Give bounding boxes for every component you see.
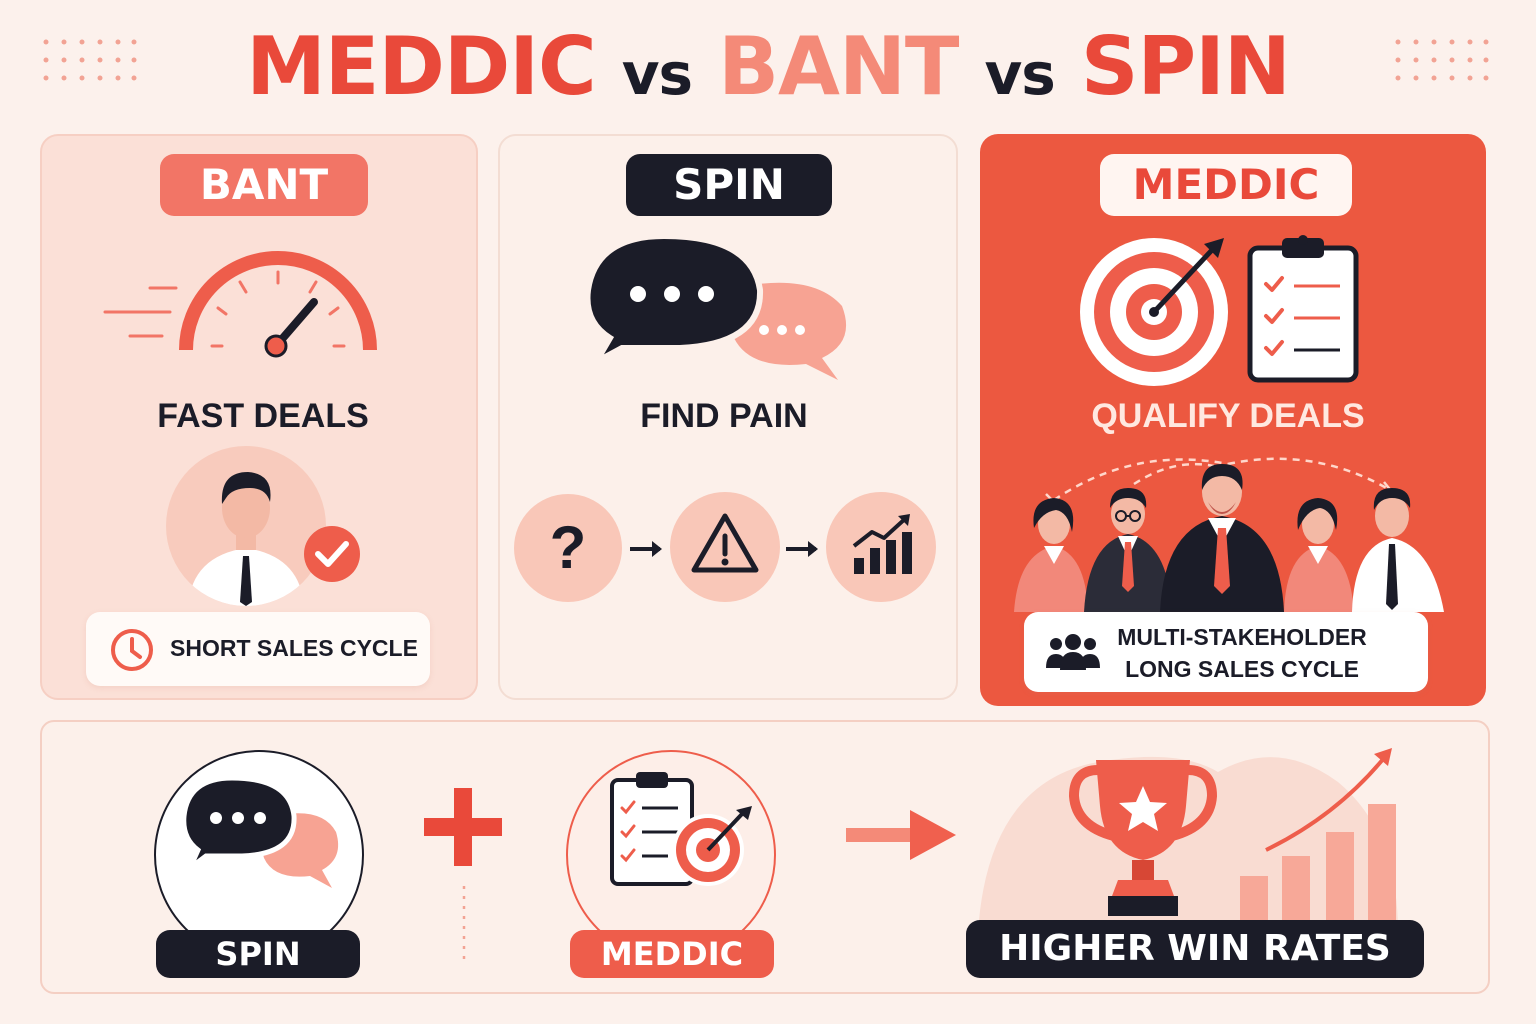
meddic-chip-line1: MULTI-STAKEHOLDER xyxy=(1117,624,1367,650)
stakeholders-group-icon xyxy=(1014,457,1444,612)
bant-card xyxy=(40,134,478,700)
bant-headline: FAST DEALS xyxy=(157,397,369,435)
title-meddic: MEDDIC xyxy=(246,20,597,113)
warning-icon xyxy=(691,513,759,573)
meddic-combo-label: MEDDIC xyxy=(570,930,774,978)
bant-sales-cycle-chip xyxy=(86,612,430,686)
dot-grid-left xyxy=(43,39,137,81)
dotted-divider xyxy=(462,886,466,960)
spin-combo-label: SPIN xyxy=(156,930,360,978)
person-check-icon xyxy=(188,472,360,606)
speech-bubbles-icon xyxy=(584,232,847,380)
spin-step-growth xyxy=(826,492,936,602)
speech-bubbles-icon-small xyxy=(181,775,339,888)
dot-grid-right xyxy=(1395,39,1489,81)
title-bant: BANT xyxy=(718,20,959,113)
bant-badge: BANT xyxy=(160,154,368,216)
bant-chip-label: SHORT SALES CYCLE xyxy=(170,635,418,661)
clipboard-checklist-icon xyxy=(1247,235,1359,383)
trophy-icon xyxy=(1068,760,1218,916)
page-title: MEDDIC vs BANT vs SPIN xyxy=(0,22,1536,112)
arrow-right-icon-2 xyxy=(786,541,818,557)
arrow-right-icon-big xyxy=(846,810,956,860)
title-vs-2: vs xyxy=(984,40,1056,108)
spin-card xyxy=(498,134,958,700)
growth-bars-icon xyxy=(1240,748,1396,930)
speedometer-icon xyxy=(103,251,377,358)
group-icon xyxy=(1046,634,1100,670)
spin-step-question xyxy=(514,494,622,602)
question-mark-icon: ? xyxy=(549,514,587,581)
meddic-stakeholder-chip xyxy=(1024,612,1428,692)
arrow-right-icon xyxy=(630,541,662,557)
title-spin: SPIN xyxy=(1080,20,1291,113)
spin-badge: SPIN xyxy=(626,154,832,216)
meddic-badge: MEDDIC xyxy=(1100,154,1352,216)
meddic-chip-line2: LONG SALES CYCLE xyxy=(1125,656,1359,682)
plus-icon xyxy=(424,788,502,866)
result-label: HIGHER WIN RATES xyxy=(966,920,1424,978)
target-icon xyxy=(1080,238,1228,386)
clock-icon xyxy=(111,629,153,671)
clipboard-target-icon xyxy=(610,772,752,886)
spin-headline: FIND PAIN xyxy=(640,397,808,435)
title-vs-1: vs xyxy=(621,40,693,108)
meddic-headline: QUALIFY DEALS xyxy=(1091,397,1365,435)
growth-chart-icon xyxy=(852,514,912,574)
